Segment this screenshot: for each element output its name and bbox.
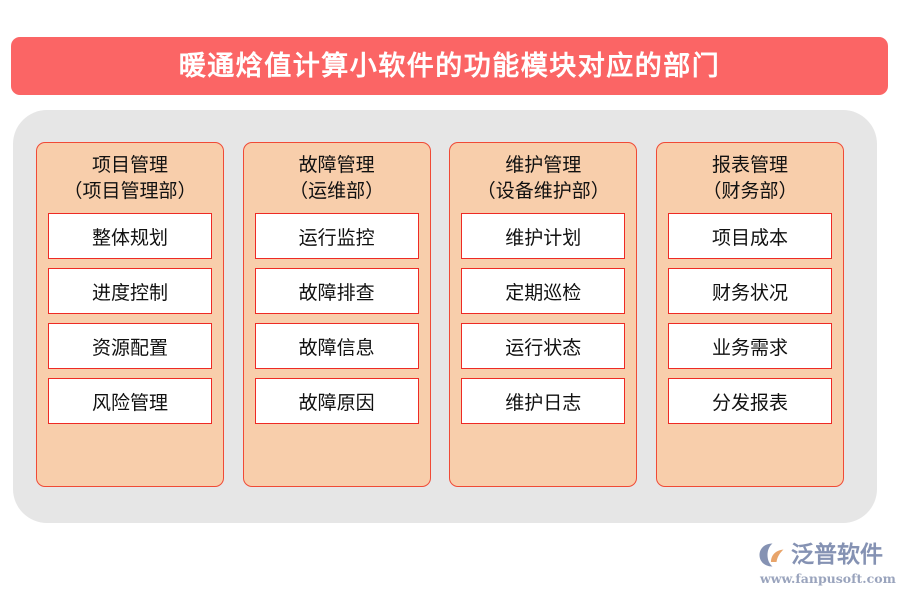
module-item[interactable]: 分发报表	[667, 378, 832, 425]
module-item[interactable]: 维护日志	[461, 378, 626, 425]
module-column-fault: 故障管理 （运维部） 运行监控 故障排查 故障信息 故障原因	[242, 142, 431, 487]
logo-website-url: www.fanpusoft.com	[760, 571, 896, 586]
column-header-project: 项目管理 （项目管理部）	[48, 152, 212, 204]
column-department-name: （设备维护部）	[476, 180, 610, 203]
module-column-maintenance: 维护管理 （设备维护部） 维护计划 定期巡检 运行状态 维护日志	[449, 142, 638, 487]
column-header-maintenance: 维护管理 （设备维护部）	[461, 152, 625, 204]
column-items-maintenance: 维护计划 定期巡检 运行状态 维护日志	[461, 213, 626, 475]
column-header-report: 报表管理 （财务部）	[668, 152, 832, 204]
module-item[interactable]: 故障原因	[254, 378, 419, 425]
module-item[interactable]: 定期巡检	[461, 268, 626, 315]
module-columns: 项目管理 （项目管理部） 整体规划 进度控制 资源配置 风险管理 故障管理 （运…	[36, 142, 844, 487]
column-items-fault: 运行监控 故障排查 故障信息 故障原因	[254, 213, 419, 475]
brand-logo: 泛普软件 www.fanpusoft.com	[758, 540, 896, 588]
column-items-report: 项目成本 财务状况 业务需求 分发报表	[667, 213, 832, 475]
column-module-name: 维护管理	[505, 154, 582, 176]
module-item[interactable]: 财务状况	[667, 268, 832, 315]
module-item[interactable]: 业务需求	[667, 323, 832, 370]
column-department-name: （项目管理部）	[63, 180, 197, 203]
page-title: 暖通焓值计算小软件的功能模块对应的部门	[178, 50, 721, 82]
module-column-report: 报表管理 （财务部） 项目成本 财务状况 业务需求 分发报表	[655, 142, 844, 487]
title-banner: 暖通焓值计算小软件的功能模块对应的部门	[11, 37, 888, 95]
logo-top-row: 泛普软件	[758, 540, 883, 570]
column-department-name: （财务部）	[702, 180, 798, 203]
module-item[interactable]: 故障排查	[254, 268, 419, 315]
module-item[interactable]: 运行状态	[461, 323, 626, 370]
module-item[interactable]: 运行监控	[254, 213, 419, 260]
module-item[interactable]: 资源配置	[48, 323, 212, 370]
module-item[interactable]: 故障信息	[254, 323, 419, 370]
column-items-project: 整体规划 进度控制 资源配置 风险管理	[48, 213, 212, 475]
module-item[interactable]: 维护计划	[461, 213, 626, 260]
column-header-fault: 故障管理 （运维部）	[255, 152, 419, 204]
module-item[interactable]: 整体规划	[48, 213, 212, 260]
module-item[interactable]: 进度控制	[48, 268, 212, 315]
column-module-name: 报表管理	[711, 154, 788, 176]
fanpu-swoosh-icon	[759, 543, 784, 567]
module-item[interactable]: 项目成本	[667, 213, 832, 260]
column-module-name: 故障管理	[298, 154, 375, 176]
column-module-name: 项目管理	[91, 154, 168, 176]
module-column-project: 项目管理 （项目管理部） 整体规划 进度控制 资源配置 风险管理	[36, 142, 224, 487]
logo-brand-name: 泛普软件	[791, 541, 883, 568]
column-department-name: （运维部）	[289, 180, 385, 203]
module-item[interactable]: 风险管理	[48, 378, 212, 425]
